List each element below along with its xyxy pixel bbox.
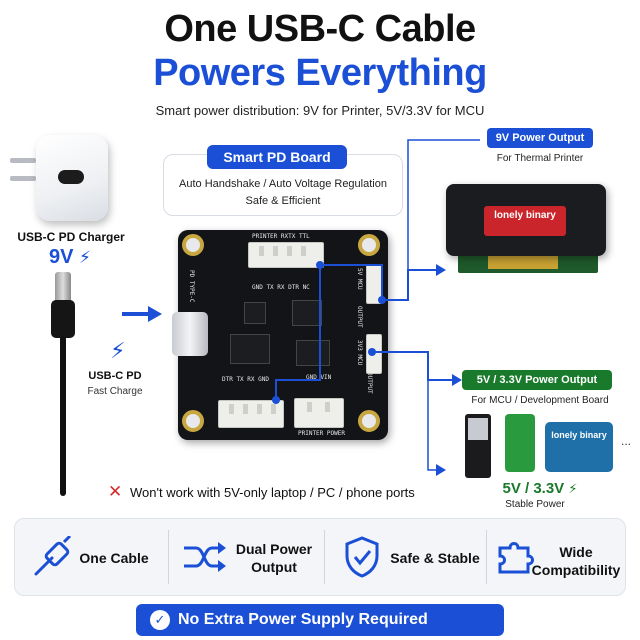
shield-check-icon (345, 536, 379, 578)
bolt-icon: ⚡ (79, 248, 91, 267)
cable-head (51, 300, 75, 338)
silk-left: PD TYPE-C (188, 270, 195, 303)
charger-usbc-port (58, 170, 84, 184)
feature-label: Wide Compatibility (531, 544, 621, 578)
cable-line (60, 336, 66, 496)
smart-pd-line-1: Auto Handshake / Auto Voltage Regulation (179, 178, 387, 190)
charger-voltage-text: 9V (49, 246, 74, 268)
silk-right-3v3: 3V3 MCU (356, 340, 363, 366)
printer-label (484, 206, 566, 236)
x-icon: ✕ (108, 482, 123, 501)
printer-board-strip (488, 255, 558, 269)
banner-text: No Extra Power Supply Required (178, 611, 428, 628)
mount-hole (358, 410, 380, 432)
feature-divider (168, 530, 169, 584)
charger-label: USB-C PD Charger (17, 230, 125, 244)
silk-right-output: OUTPUT (356, 306, 363, 328)
bolt-icon: ⚡ (568, 481, 578, 496)
regulator-chip (230, 334, 270, 364)
charger-prong-top (10, 158, 36, 163)
printer-brand: lonely binary (494, 210, 556, 221)
feature-label: One Cable (79, 550, 149, 566)
usb-cable-icon (34, 536, 72, 576)
mount-hole (358, 234, 380, 256)
silk-bottom-right-pins: GND VIN (306, 374, 332, 381)
silk-top-header: PRINTER RXTX TTL (252, 233, 310, 240)
silk-right-5v: 5V MCU (356, 268, 363, 290)
feature-divider (486, 530, 487, 584)
split-arrows-icon (184, 542, 226, 572)
mount-hole (182, 410, 204, 432)
cable-plug (55, 272, 71, 304)
5v-mcu-header (366, 264, 382, 304)
9v-output-sub: For Thermal Printer (496, 153, 584, 164)
smart-pd-line-2: Safe & Efficient (245, 195, 321, 207)
subtitle: Smart power distribution: 9V for Printer… (155, 103, 485, 118)
pd-label: USB-C PD (88, 370, 142, 382)
printer-ttl-connector (248, 242, 324, 268)
uno-board-image (545, 422, 613, 472)
bottom-banner (136, 604, 504, 636)
check-icon: ✓ (150, 610, 170, 630)
5v-voltage-text: 5V / 3.3V (502, 480, 565, 497)
uno-brand: lonely binary (551, 430, 607, 440)
silk-bottom-right-header: PRINTER POWER (298, 430, 345, 437)
esp32-shield (468, 418, 488, 440)
pd-sub-label: Fast Charge (87, 386, 143, 397)
silk-bottom-left-pins: DTR TX RX GND (222, 376, 269, 383)
feature-label: Dual Power Output (235, 541, 313, 575)
5v-voltage-sub: Stable Power (505, 499, 565, 510)
ldo-chip (296, 340, 330, 366)
more-boards: ... (621, 434, 632, 448)
smart-pd-title: Smart PD Board (207, 145, 347, 169)
buck-chip (292, 300, 322, 326)
pd-controller-chip (244, 302, 266, 324)
silk-right-output-2: OUTPUT (366, 372, 373, 394)
5v-output-sub: For MCU / Development Board (471, 395, 609, 406)
board-usbc-port (172, 312, 208, 356)
warning-text: Won't work with 5V-only laptop / PC / ph… (130, 485, 415, 500)
arrow-right-icon (122, 306, 162, 322)
feature-divider (324, 530, 325, 584)
charger-voltage: 9V ⚡ (40, 246, 100, 269)
mount-hole (182, 234, 204, 256)
3v3-mcu-header (366, 334, 382, 374)
fast-charge-bolt-icon: ⚡ (110, 338, 126, 363)
printer-power-connector (294, 398, 344, 428)
puzzle-icon (498, 542, 534, 574)
feature-label: Safe & Stable (390, 550, 480, 566)
5v-output-label: 5V / 3.3V Power Output (462, 370, 612, 390)
title-line-2: Powers Everything (153, 52, 487, 94)
9v-output-label: 9V Power Output (487, 128, 593, 148)
pico-board-image (505, 414, 535, 472)
mcu-uart-connector (218, 400, 284, 428)
title-line-1: One USB-C Cable (164, 8, 476, 50)
features-bar (14, 518, 626, 596)
silk-top-pins: GND TX RX DTR NC (252, 284, 310, 291)
5v-voltage: 5V / 3.3V ⚡ (490, 480, 590, 497)
charger-prong-bottom (10, 176, 36, 181)
